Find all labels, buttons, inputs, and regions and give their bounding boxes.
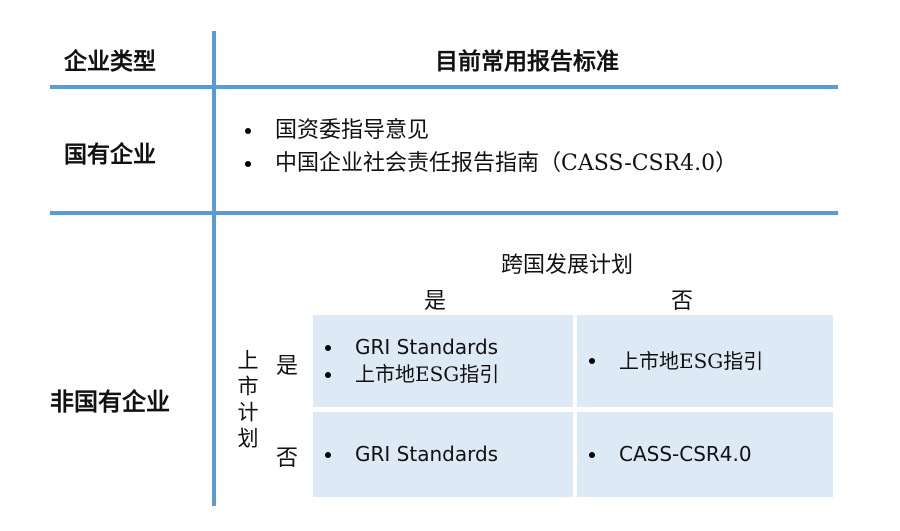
list-item: 上市地ESG指引 bbox=[325, 361, 573, 388]
bullet-icon bbox=[245, 160, 251, 167]
matrix-cell-listed-domestic: 上市地ESG指引 bbox=[577, 315, 833, 407]
bullet-icon bbox=[325, 344, 331, 351]
matrix-row-label-no: 否 bbox=[275, 446, 298, 471]
row-label-soe: 国有企业 bbox=[64, 141, 156, 168]
matrix-col-label-no: 否 bbox=[670, 289, 693, 314]
list-item-text: 国资委指导意见 bbox=[275, 118, 430, 143]
matrix-cell-unlisted-multinational: GRI Standards bbox=[313, 412, 573, 497]
matrix-col-label-yes: 是 bbox=[423, 289, 446, 314]
matrix-cell-listed-multinational: GRI Standards 上市地ESG指引 bbox=[313, 315, 573, 407]
matrix-row-axis-title: 上市计划 bbox=[235, 349, 259, 453]
list-item-text: 上市地ESG指引 bbox=[619, 348, 764, 373]
bullet-icon bbox=[325, 371, 331, 378]
matrix-row-label-yes: 是 bbox=[275, 354, 298, 379]
list-item-text: 中国企业社会责任报告指南（CASS-CSR4.0） bbox=[275, 151, 738, 176]
list-item: 国资委指导意见 bbox=[245, 114, 737, 147]
list-item: CASS-CSR4.0 bbox=[589, 441, 833, 468]
list-item-text: CASS-CSR4.0 bbox=[619, 442, 752, 466]
row-label-non-soe: 非国有企业 bbox=[50, 387, 170, 416]
matrix-cell-unlisted-domestic: CASS-CSR4.0 bbox=[577, 412, 833, 497]
column-header-enterprise-type: 企业类型 bbox=[64, 48, 156, 75]
list-item: GRI Standards bbox=[325, 334, 573, 361]
matrix-col-axis-title: 跨国发展计划 bbox=[500, 253, 633, 278]
bullet-icon bbox=[245, 127, 251, 134]
list-item: 上市地ESG指引 bbox=[589, 348, 833, 375]
header-divider bbox=[50, 85, 838, 89]
list-item-text: GRI Standards bbox=[355, 335, 499, 359]
soe-standards-list: 国资委指导意见 中国企业社会责任报告指南（CASS-CSR4.0） bbox=[245, 114, 737, 180]
bullet-icon bbox=[589, 451, 595, 458]
bullet-icon bbox=[589, 358, 595, 364]
list-item: GRI Standards bbox=[325, 441, 573, 468]
column-header-report-standards: 目前常用报告标准 bbox=[435, 48, 619, 75]
vertical-divider bbox=[212, 31, 216, 506]
list-item-text: GRI Standards bbox=[355, 442, 499, 466]
row-divider bbox=[50, 211, 838, 215]
bullet-icon bbox=[325, 451, 331, 458]
list-item: 中国企业社会责任报告指南（CASS-CSR4.0） bbox=[245, 147, 737, 180]
list-item-text: 上市地ESG指引 bbox=[355, 362, 500, 386]
